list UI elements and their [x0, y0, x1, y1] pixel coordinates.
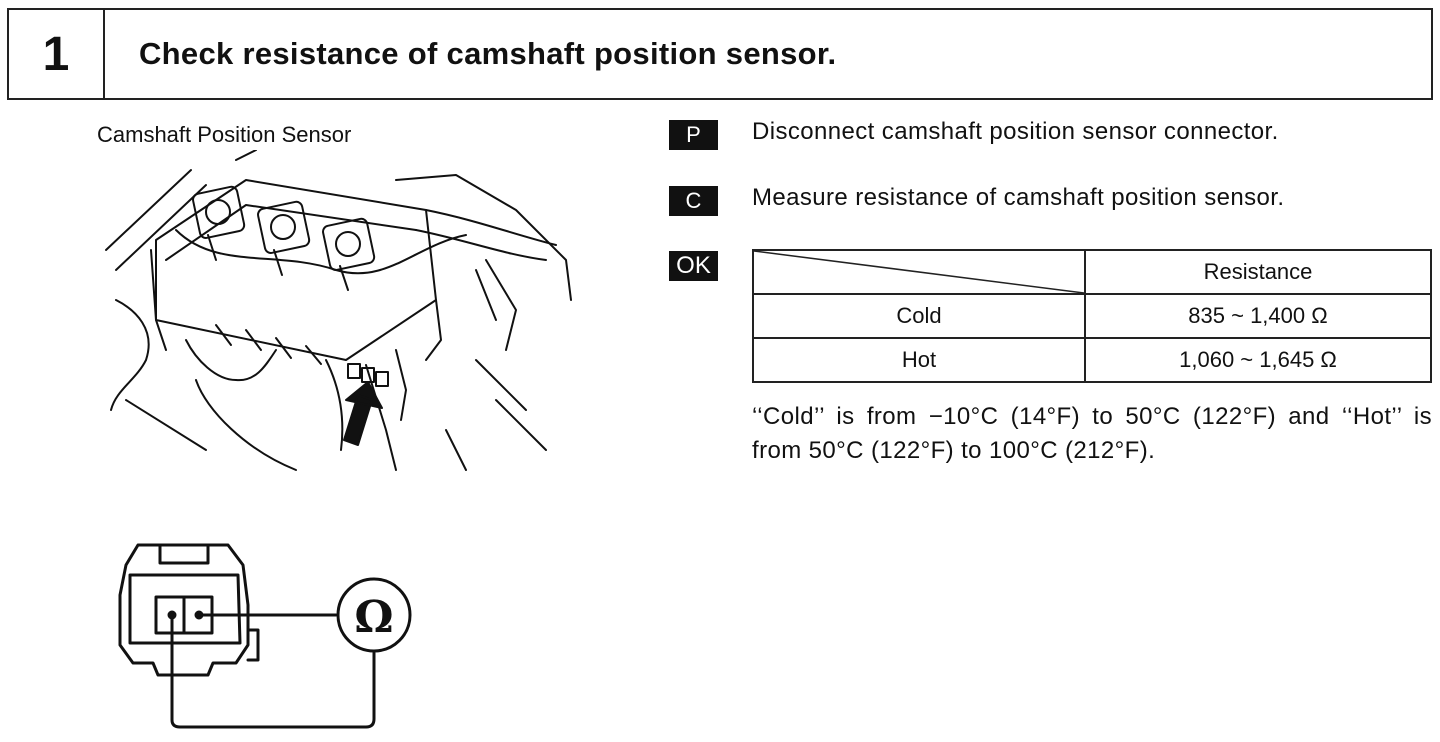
step-title: Check resistance of camshaft position se…	[139, 36, 837, 71]
corner-diagonal	[754, 251, 1084, 293]
test-lead-negative	[170, 613, 376, 729]
ohmmeter: Ω	[336, 577, 412, 653]
resistance-spec-table: Resistance Cold 835 ~ 1,400 Ω Hot 1,060 …	[752, 249, 1432, 383]
instruction-measure: Measure resistance of camshaft position …	[752, 184, 1285, 211]
table-header-row: Resistance	[752, 249, 1432, 295]
pointer-arrow	[343, 381, 383, 446]
table-row: Hot 1,060 ~ 1,645 Ω	[752, 337, 1432, 383]
resistance-value-cell: 1,060 ~ 1,645 Ω	[1084, 337, 1432, 383]
step-number: 1	[9, 10, 105, 98]
condition-cell: Cold	[752, 293, 1086, 339]
procedure-badge: P	[669, 120, 718, 150]
circuit-diagram: Ω	[118, 543, 412, 729]
table-corner-cell	[752, 249, 1086, 295]
ignition-coils	[192, 185, 376, 291]
ohm-symbol: Ω	[354, 592, 393, 643]
step-header: 1 Check resistance of camshaft position …	[7, 8, 1433, 100]
sensor-connector	[118, 543, 260, 677]
column-header-resistance: Resistance	[1084, 249, 1432, 295]
temperature-note: ‘‘Cold’’ is from −10°C (14°F) to 50°C (1…	[752, 403, 1432, 464]
engine-illustration	[105, 150, 572, 471]
resistance-value-cell: 835 ~ 1,400 Ω	[1084, 293, 1432, 339]
check-badge: C	[669, 186, 718, 216]
table-row: Cold 835 ~ 1,400 Ω	[752, 293, 1432, 339]
condition-cell: Hot	[752, 337, 1086, 383]
ok-badge: OK	[669, 251, 718, 281]
figure-label: Camshaft Position Sensor	[97, 122, 352, 147]
instruction-disconnect: Disconnect camshaft position sensor conn…	[752, 118, 1279, 145]
